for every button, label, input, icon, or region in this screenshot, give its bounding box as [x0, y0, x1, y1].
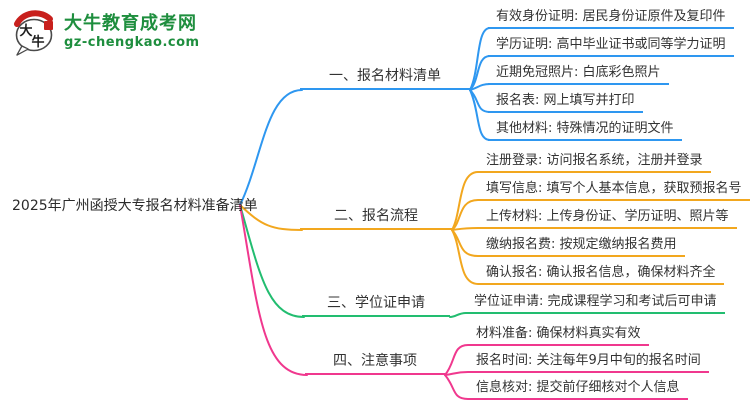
leaf-node: 学位证申请: 完成课程学习和考试后可申请: [466, 292, 725, 314]
site-logo[interactable]: 大 牛 大牛教育成考网 gz-chengkao.com: [12, 8, 200, 58]
branch-node-process: 二、报名流程: [300, 204, 452, 230]
mascot-char-niu: 牛: [31, 34, 44, 50]
link-b1-c1: [469, 55, 491, 91]
link-b1-c3: [469, 89, 491, 113]
link-b2-c0: [451, 171, 479, 231]
leaf-node: 材料准备: 确保材料真实有效: [468, 324, 649, 346]
mascot-char-da: 大: [19, 23, 32, 39]
daniu-mascot-icon: 大 牛: [14, 10, 53, 56]
link-b4-c1: [444, 371, 469, 376]
link-b2-c1: [451, 199, 479, 231]
leaf-node: 上传材料: 上传身份证、学历证明、照片等: [478, 207, 737, 229]
leaf-node: 其他材料: 特殊情况的证明文件: [488, 119, 682, 141]
leaf-node: 报名表: 网上填写并打印: [488, 91, 643, 113]
link-b2-c4: [451, 229, 479, 285]
leaf-node: 学历证明: 高中毕业证书或同等学力证明: [488, 35, 734, 57]
leaf-node: 缴纳报名费: 按规定缴纳报名费用: [478, 235, 685, 257]
root-node: 2025年广州函授大专报名材料准备清单: [12, 198, 258, 214]
link-root-degree: [239, 204, 305, 318]
leaf-node: 填写信息: 填写个人基本信息，获取预报名号: [478, 179, 750, 201]
branch-node-materials: 一、报名材料清单: [300, 64, 470, 90]
leaf-node: 确认报名: 确认报名信息，确保材料齐全: [478, 263, 724, 285]
logo-title: 大牛教育成考网: [64, 13, 197, 34]
logo-text: 大牛教育成考网 gz-chengkao.com: [64, 8, 200, 51]
leaf-node: 报名时间: 关注每年9月中旬的报名时间: [468, 351, 709, 373]
link-b3-c0: [449, 312, 467, 318]
link-b1-c4: [469, 89, 491, 141]
link-b4-c2: [444, 374, 469, 400]
leaf-node: 信息核对: 提交前仔细核对个人信息: [468, 378, 688, 400]
leaf-node: 有效身份证明: 居民身份证原件及复印件: [488, 7, 734, 29]
link-b1-c0: [469, 27, 491, 91]
link-root-notes: [239, 204, 308, 376]
leaf-node: 近期免冠照片: 白底彩色照片: [488, 63, 669, 85]
link-b4-c0: [444, 344, 469, 376]
link-root-materials: [239, 89, 303, 206]
logo-domain: gz-chengkao.com: [64, 35, 200, 50]
link-b2-c3: [451, 229, 479, 257]
branch-node-notes: 四、注意事项: [305, 349, 445, 375]
leaf-node: 注册登录: 访问报名系统，注册并登录: [478, 151, 711, 173]
link-b2-c2: [451, 227, 479, 231]
link-b1-c2: [469, 83, 491, 91]
branch-node-degree: 三、学位证申请: [302, 291, 450, 317]
